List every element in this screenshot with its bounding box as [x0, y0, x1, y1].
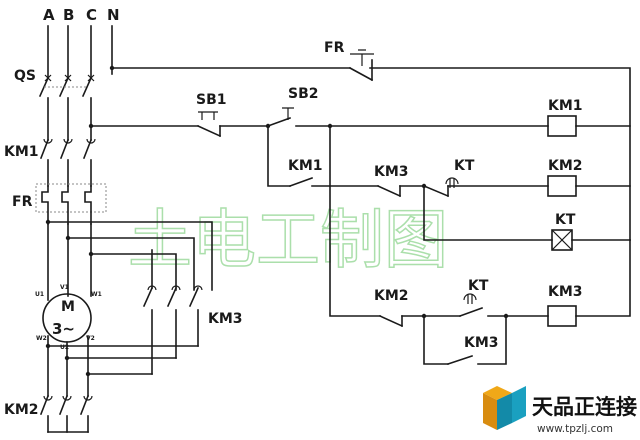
motor-phase: 3~: [52, 320, 75, 338]
rung-kt: [423, 185, 631, 251]
km2-ctrl-label: KM2: [374, 288, 409, 304]
qs-label: QS: [14, 68, 36, 84]
km1-coil: [547, 115, 577, 137]
motor-w2: W2: [36, 335, 47, 342]
sb2-label: SB2: [288, 86, 319, 102]
km1-coil-label: KM1: [548, 98, 583, 114]
fr-thermal-elements: [35, 183, 107, 225]
control-main-rung: [90, 107, 631, 138]
km3-star-contacts: [47, 249, 203, 375]
terminal-c: C: [86, 6, 97, 24]
terminal-n: N: [107, 6, 120, 24]
control-top-rail: [111, 49, 631, 241]
km2-main-contacts: [39, 394, 93, 433]
km3-coil-label: KM3: [548, 284, 583, 300]
phase-lines-top: [47, 25, 115, 79]
km3-nc-label: KM3: [374, 164, 409, 180]
watermark: 土电工制图: [128, 204, 448, 278]
qs-switch: [38, 74, 95, 141]
terminal-a: A: [43, 6, 55, 24]
km1-main-label: KM1: [4, 144, 39, 160]
kt-no-label: KT: [468, 278, 489, 294]
motor-v1: V1: [60, 284, 69, 291]
motor: M 3~ U1 V1 W1 W2 U2 V2: [35, 284, 102, 397]
motor-feed: [45, 219, 213, 301]
km1-main-contacts: [39, 138, 96, 187]
brand-logo: [483, 386, 526, 430]
km1-hold-contact: [267, 125, 331, 188]
motor-m: M: [61, 299, 75, 315]
terminal-b: B: [63, 6, 74, 24]
rung-km2: [329, 177, 631, 198]
rung-km3: [378, 239, 631, 366]
motor-v2: V2: [86, 335, 95, 342]
motor-u2: U2: [60, 344, 69, 351]
kt-nc-label: KT: [454, 158, 475, 174]
km1-hold-label: KM1: [288, 158, 323, 174]
control-left-bus: [329, 125, 381, 317]
brand-url: www.tpzlj.com: [537, 423, 613, 435]
motor-w1: W1: [91, 291, 102, 298]
km2-coil: [547, 175, 577, 197]
km2-main-label: KM2: [4, 402, 39, 418]
kt-coil-label: KT: [555, 212, 576, 228]
km2-coil-label: KM2: [548, 158, 583, 174]
km3-hold-label: KM3: [464, 335, 499, 351]
km3-star-label: KM3: [208, 311, 243, 327]
fr-ctrl-label: FR: [324, 40, 345, 56]
brand-name: 天品正连接: [532, 395, 637, 419]
fr-main-label: FR: [12, 194, 33, 210]
motor-u1: U1: [35, 291, 44, 298]
sb1-label: SB1: [196, 92, 227, 108]
